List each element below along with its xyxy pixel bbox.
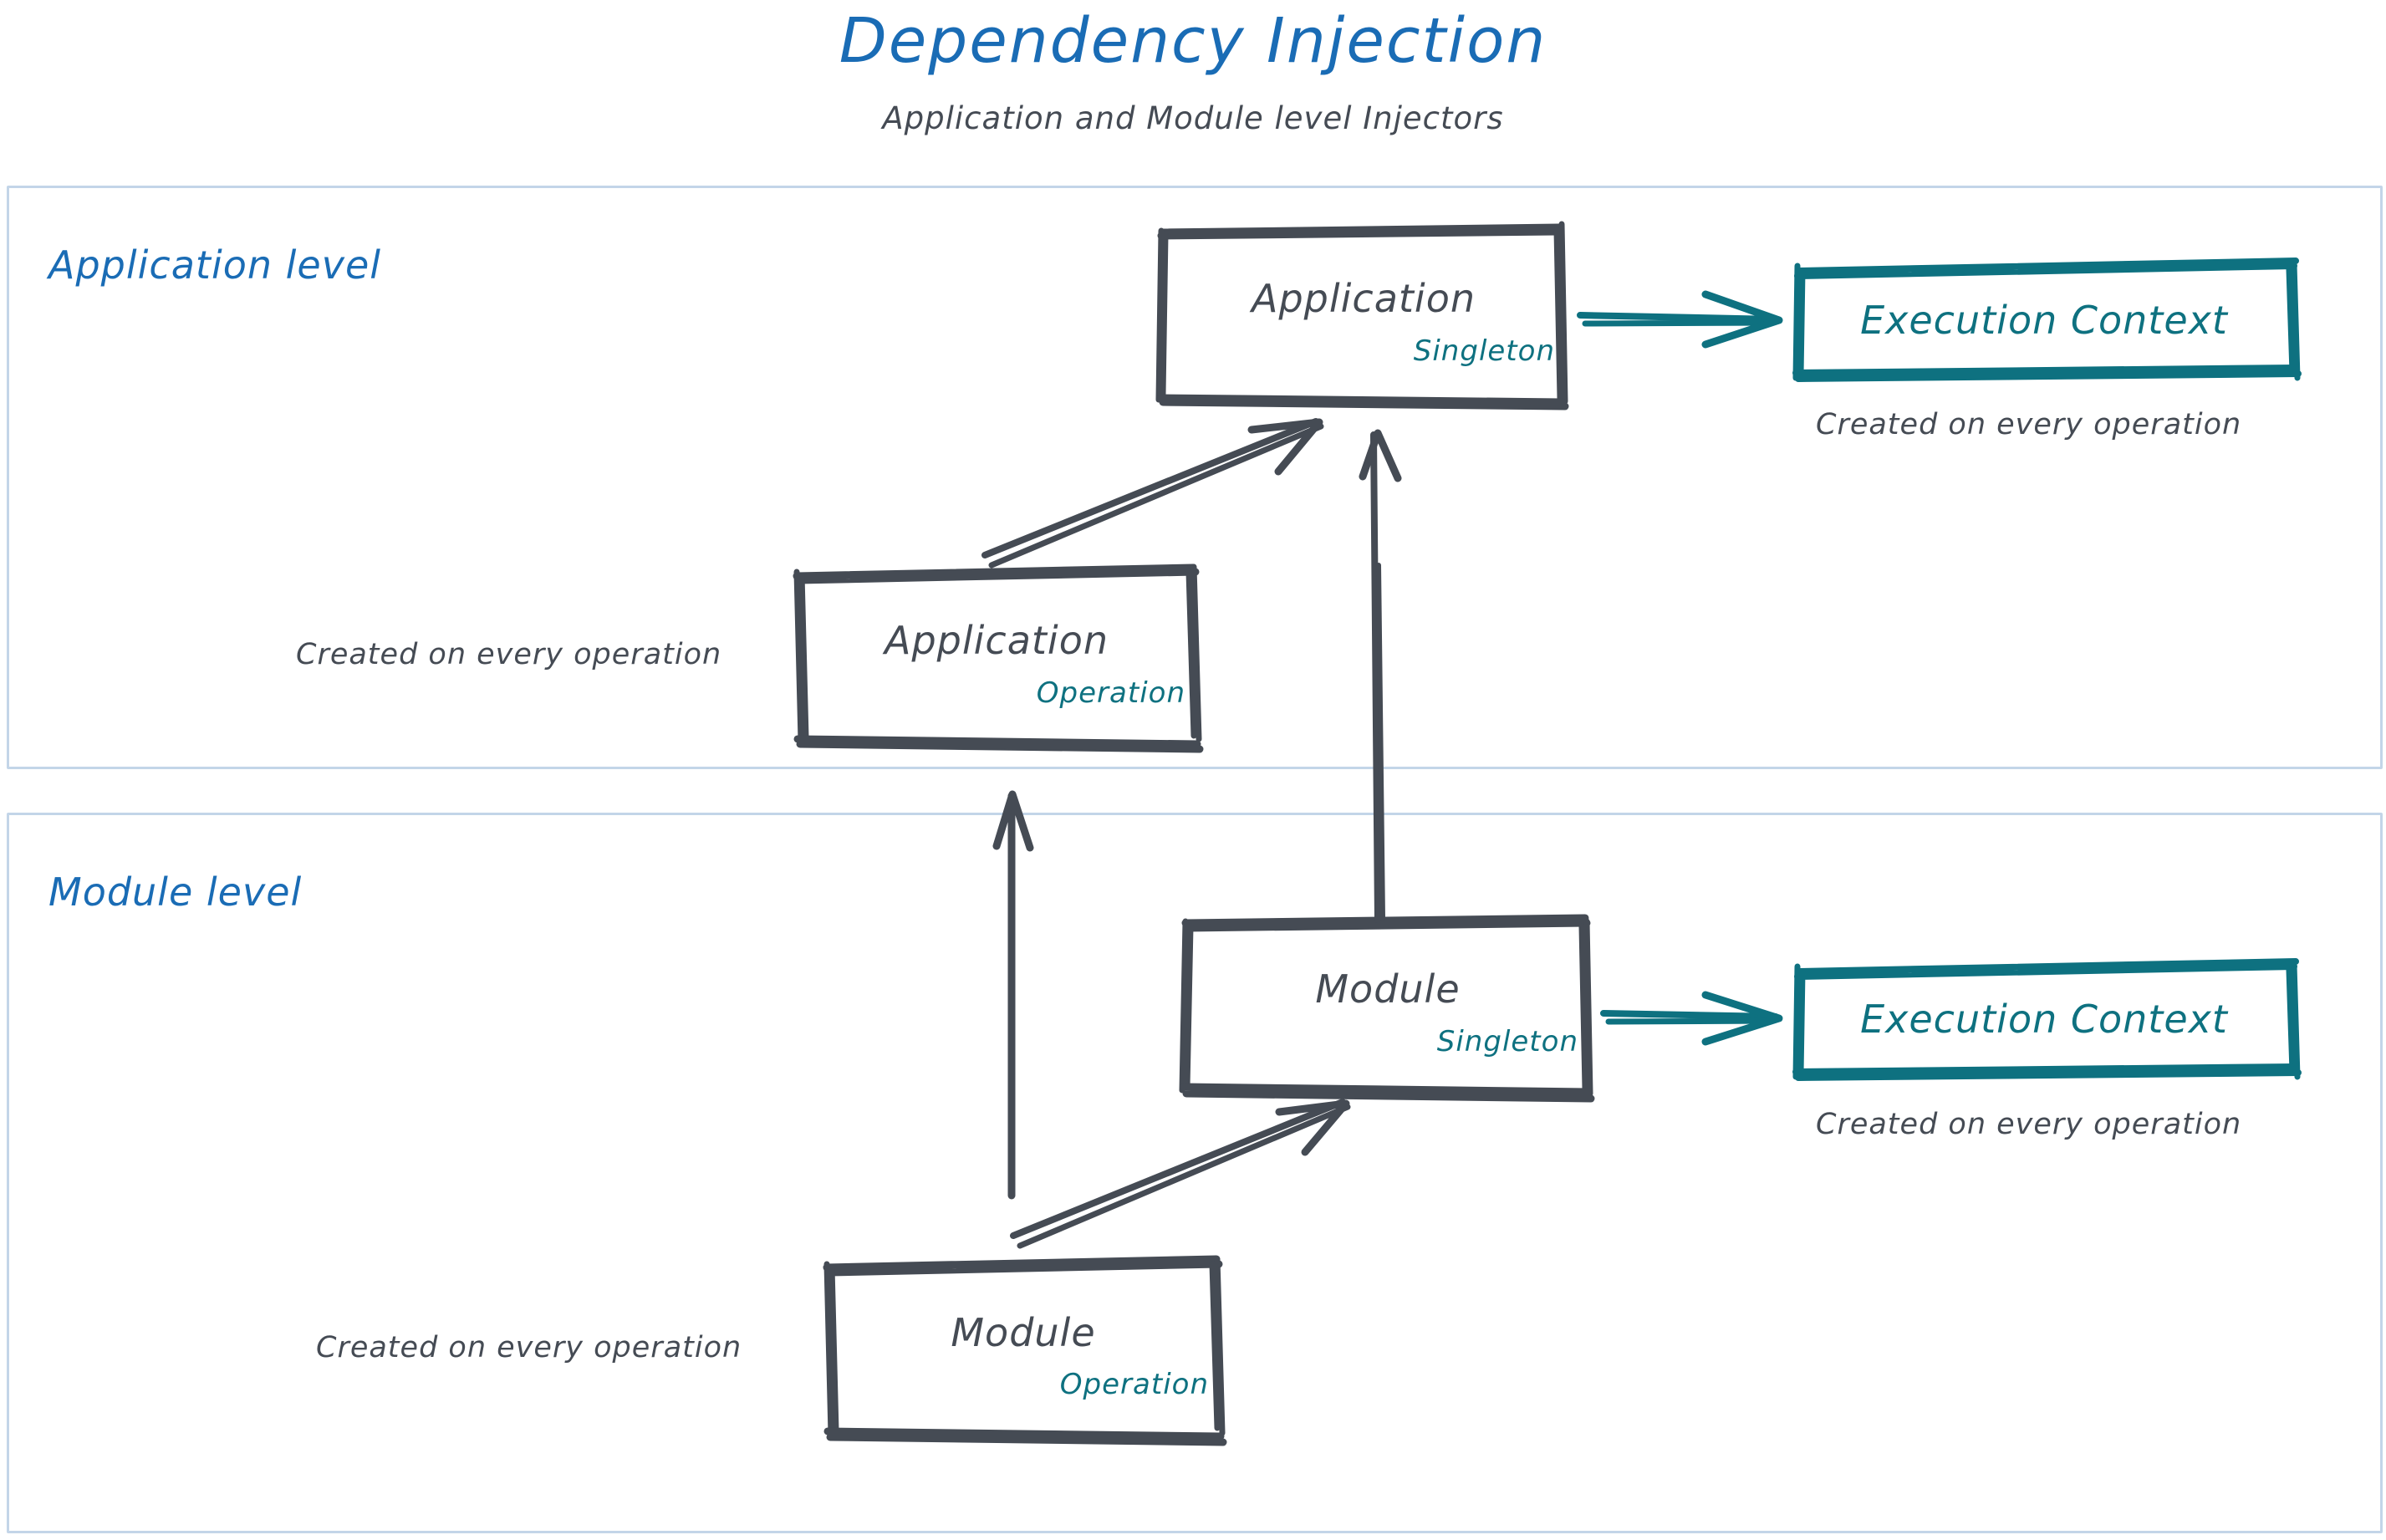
node-badge-operation: Operation [1036,676,1185,710]
swimlane-application-level [7,186,2383,769]
node-title: Execution Context [1860,298,2228,343]
node-title: Module [951,1310,1096,1355]
node-module-operation[interactable]: Module Operation [826,1264,1221,1435]
caption-module-operation: Created on every operation [316,1331,742,1364]
node-module-singleton[interactable]: Module Singleton [1185,923,1590,1090]
node-application-operation[interactable]: Application Operation [796,572,1197,741]
node-title: Module [1315,966,1461,1012]
diagram-header: Dependency Injection Application and Mod… [0,0,2386,176]
node-execution-context-module[interactable]: Execution Context [1795,970,2293,1072]
node-title: Execution Context [1860,997,2228,1042]
page-title: Dependency Injection [839,5,1547,77]
swimlane-module-level [7,813,2383,1533]
node-execution-context-application[interactable]: Execution Context [1795,269,2293,374]
node-title: Application [1251,276,1476,321]
node-badge-operation: Operation [1059,1368,1209,1401]
node-application-singleton[interactable]: Application Singleton [1160,227,1567,399]
swimlane-label-application-level: Application level [48,242,382,288]
caption-execution-context-application: Created on every operation [1816,408,2242,441]
node-badge-singleton: Singleton [1436,1025,1578,1058]
node-badge-singleton: Singleton [1413,334,1555,368]
page-subtitle: Application and Module level Injectors [882,100,1504,136]
swimlane-label-module-level: Module level [48,869,303,915]
caption-execution-context-module: Created on every operation [1816,1108,2242,1141]
caption-application-operation: Created on every operation [296,638,722,671]
node-title: Application [884,618,1109,663]
